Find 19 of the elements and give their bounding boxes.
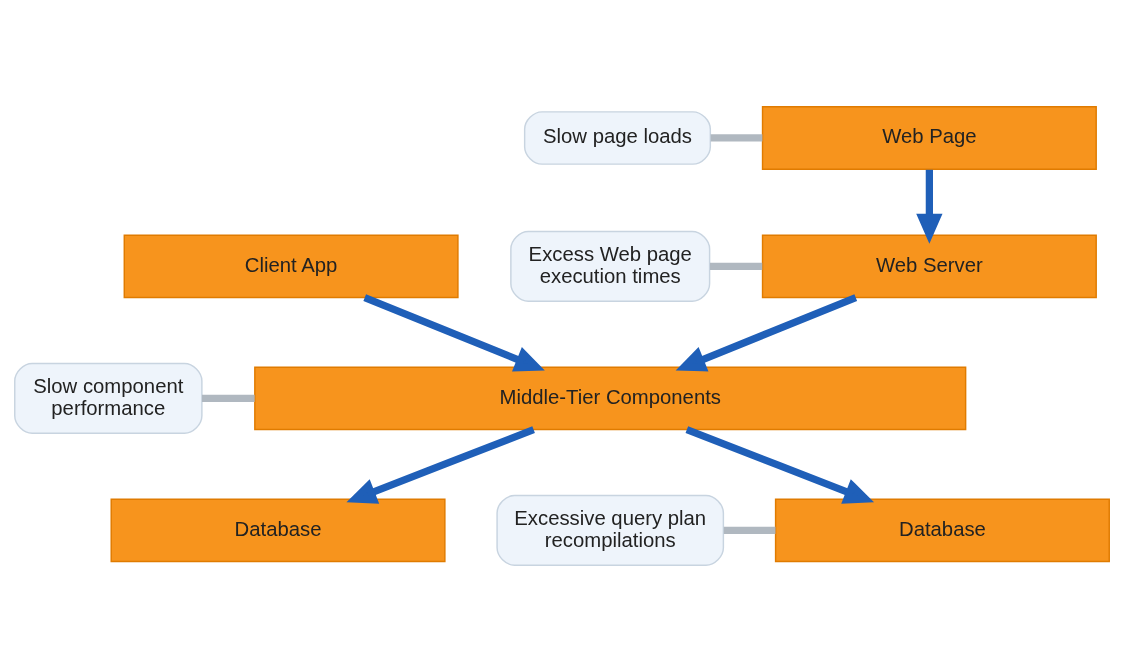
connector bbox=[710, 134, 763, 142]
node-box: Middle-Tier Components bbox=[254, 366, 967, 431]
node-box: Excessive query plan recompilations bbox=[496, 494, 725, 566]
node-box: Web Page bbox=[761, 106, 1097, 170]
node-box: Slow component performance bbox=[14, 362, 203, 434]
arrow bbox=[346, 426, 535, 504]
connector bbox=[201, 394, 255, 402]
node-box: Slow page loads bbox=[523, 111, 712, 165]
node-box: Database bbox=[110, 498, 446, 563]
node-box: Excess Web page execution times bbox=[510, 230, 711, 302]
arrow bbox=[916, 169, 943, 244]
connector bbox=[723, 526, 776, 534]
node-box: Client App bbox=[123, 234, 459, 299]
arrow bbox=[685, 426, 875, 504]
connector bbox=[709, 262, 763, 270]
node-box: Web Server bbox=[761, 234, 1097, 299]
node-box: Database bbox=[774, 498, 1110, 563]
arrow bbox=[675, 294, 858, 372]
arrow bbox=[363, 294, 545, 372]
